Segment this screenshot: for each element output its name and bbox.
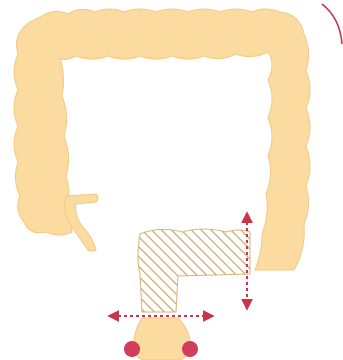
anal-dot-left bbox=[124, 341, 140, 357]
appendix bbox=[65, 194, 98, 251]
corner-arc-icon bbox=[322, 4, 342, 44]
rectum bbox=[134, 318, 190, 360]
resected-segment bbox=[138, 229, 250, 312]
anal-dot-right bbox=[182, 341, 198, 357]
